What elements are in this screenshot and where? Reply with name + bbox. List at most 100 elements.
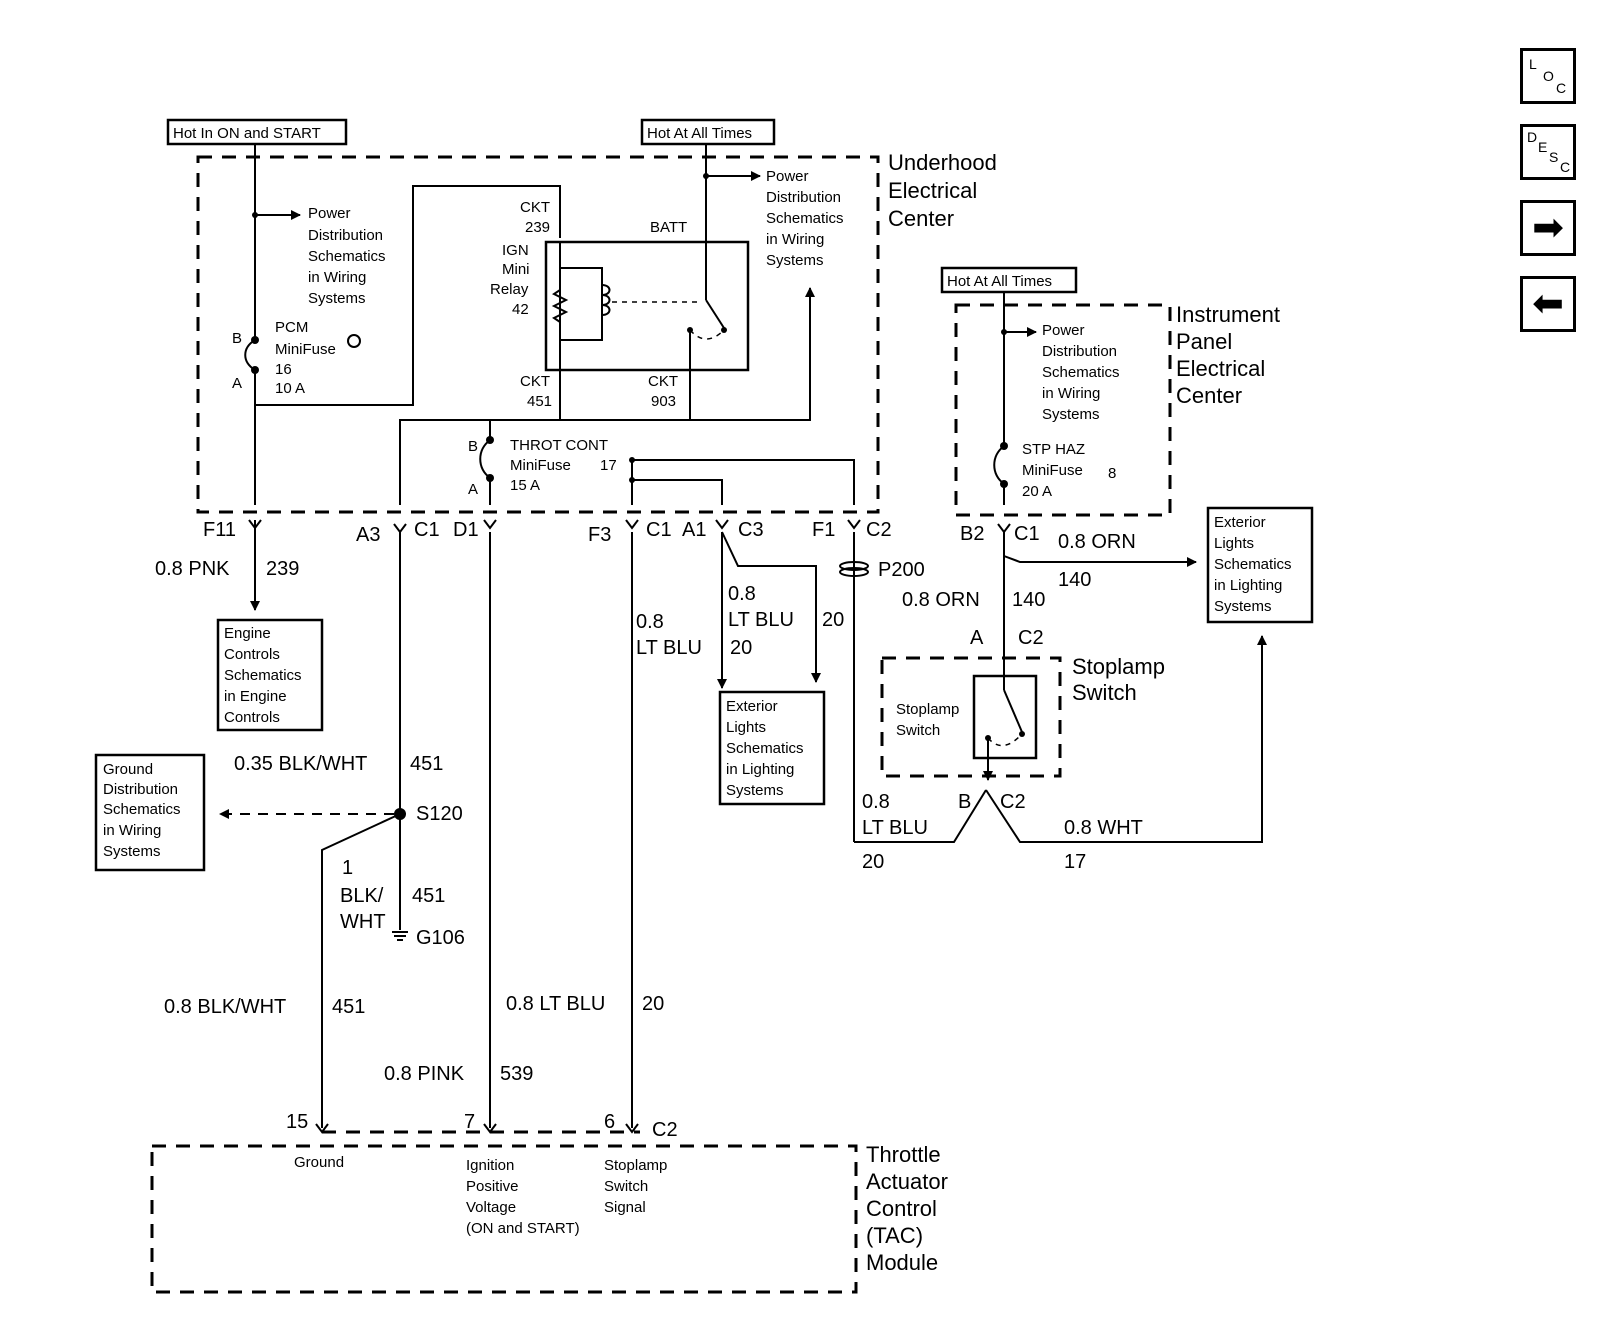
svg-text:(TAC): (TAC) xyxy=(866,1223,923,1248)
svg-text:C2: C2 xyxy=(1018,627,1044,649)
svg-text:IGN: IGN xyxy=(502,242,529,259)
svg-text:MiniFuse: MiniFuse xyxy=(1022,462,1083,479)
svg-text:0.8: 0.8 xyxy=(728,583,756,605)
svg-text:Switch: Switch xyxy=(896,722,940,739)
svg-text:Stoplamp: Stoplamp xyxy=(1072,654,1165,679)
tac-pin-ground: Ground xyxy=(294,1154,344,1171)
svg-text:Distribution: Distribution xyxy=(1042,343,1117,360)
svg-text:Signal: Signal xyxy=(604,1199,646,1216)
svg-text:Schematics: Schematics xyxy=(1042,364,1120,381)
ref-exterior-lights-1[interactable]: Exterior Lights Schematics in Lighting S… xyxy=(718,690,826,806)
svg-text:MiniFuse: MiniFuse xyxy=(275,341,336,358)
svg-text:20: 20 xyxy=(642,993,664,1015)
svg-text:LT BLU: LT BLU xyxy=(728,609,794,631)
svg-text:8: 8 xyxy=(1108,465,1116,482)
svg-text:10 A: 10 A xyxy=(275,380,305,397)
svg-text:140: 140 xyxy=(1012,589,1045,611)
svg-text:0.8 LT BLU: 0.8 LT BLU xyxy=(506,993,605,1015)
svg-text:THROT CONT: THROT CONT xyxy=(510,437,608,454)
back-button[interactable]: ⬅ xyxy=(1520,276,1576,332)
ref-engine-controls[interactable]: Engine Controls Schematics in Engine Con… xyxy=(216,618,324,732)
svg-text:7: 7 xyxy=(464,1111,475,1133)
svg-text:Power: Power xyxy=(308,205,351,222)
svg-text:Relay: Relay xyxy=(490,281,529,298)
svg-text:D1: D1 xyxy=(453,519,479,541)
svg-text:Systems: Systems xyxy=(1042,406,1100,423)
svg-text:Module: Module xyxy=(866,1250,938,1275)
svg-text:in Lighting: in Lighting xyxy=(1214,577,1282,594)
ign-mini-relay xyxy=(544,240,750,372)
svg-text:A1: A1 xyxy=(682,519,706,541)
svg-text:Hot At All Times: Hot At All Times xyxy=(647,125,752,142)
svg-text:C2: C2 xyxy=(1000,791,1026,813)
svg-text:Voltage: Voltage xyxy=(466,1199,516,1216)
svg-text:F11: F11 xyxy=(203,519,236,541)
supply-hot-all-times-2: Hot At All Times xyxy=(940,266,1078,294)
svg-text:WHT: WHT xyxy=(340,911,386,933)
svg-text:Exterior: Exterior xyxy=(1214,514,1266,531)
svg-text:17: 17 xyxy=(1064,851,1086,873)
svg-text:20 A: 20 A xyxy=(1022,483,1052,500)
svg-text:A: A xyxy=(970,627,984,649)
svg-text:P200: P200 xyxy=(878,559,925,581)
svg-text:Ground: Ground xyxy=(103,761,153,778)
svg-text:LT BLU: LT BLU xyxy=(862,817,928,839)
throt-fuse-icon xyxy=(479,439,491,479)
svg-text:Controls: Controls xyxy=(224,646,280,663)
svg-text:Instrument: Instrument xyxy=(1176,302,1280,327)
ref-ground-distribution[interactable]: Ground Distribution Schematics in Wiring… xyxy=(94,753,206,872)
svg-text:B: B xyxy=(468,438,478,455)
svg-text:Schematics: Schematics xyxy=(1214,556,1292,573)
svg-text:CKT: CKT xyxy=(520,199,550,216)
svg-text:Systems: Systems xyxy=(308,290,366,307)
svg-text:20: 20 xyxy=(822,609,844,631)
svg-text:S120: S120 xyxy=(416,803,463,825)
svg-text:0.8 PINK: 0.8 PINK xyxy=(384,1063,465,1085)
svg-text:Power: Power xyxy=(766,168,809,185)
supply-hot-all-times-1: Hot At All Times xyxy=(640,118,776,146)
svg-text:42: 42 xyxy=(512,301,529,318)
svg-text:CKT: CKT xyxy=(648,373,678,390)
forward-button[interactable]: ➡ xyxy=(1520,200,1576,256)
svg-text:239: 239 xyxy=(525,219,550,236)
stp-fuse-icon xyxy=(993,445,1005,485)
svg-text:B: B xyxy=(232,330,242,347)
svg-text:0.8 BLK/WHT: 0.8 BLK/WHT xyxy=(164,996,286,1018)
svg-text:Schematics: Schematics xyxy=(103,801,181,818)
svg-text:in Lighting: in Lighting xyxy=(726,761,794,778)
svg-text:451: 451 xyxy=(332,996,365,1018)
svg-text:MiniFuse: MiniFuse xyxy=(510,457,571,474)
svg-text:Distribution: Distribution xyxy=(308,227,383,244)
svg-text:Distribution: Distribution xyxy=(766,189,841,206)
svg-text:Switch: Switch xyxy=(1072,680,1137,705)
svg-text:20: 20 xyxy=(862,851,884,873)
svg-text:Mini: Mini xyxy=(502,261,530,278)
svg-text:in Wiring: in Wiring xyxy=(308,269,366,286)
desc-button[interactable]: D E S C xyxy=(1520,124,1576,180)
svg-text:C2: C2 xyxy=(652,1119,678,1141)
svg-text:C2: C2 xyxy=(866,519,892,541)
svg-text:Switch: Switch xyxy=(604,1178,648,1195)
svg-text:Systems: Systems xyxy=(1214,598,1272,615)
svg-text:C3: C3 xyxy=(738,519,764,541)
svg-text:BLK/: BLK/ xyxy=(340,885,384,907)
svg-text:G106: G106 xyxy=(416,927,465,949)
svg-text:Center: Center xyxy=(1176,383,1242,408)
svg-text:Stoplamp: Stoplamp xyxy=(604,1157,667,1174)
svg-text:A3: A3 xyxy=(356,524,380,546)
svg-text:Lights: Lights xyxy=(726,719,766,736)
ref-exterior-lights-2[interactable]: Exterior Lights Schematics in Lighting S… xyxy=(1206,506,1314,624)
loc-button[interactable]: L O C xyxy=(1520,48,1576,104)
svg-text:STP HAZ: STP HAZ xyxy=(1022,441,1085,458)
svg-text:0.8 PNK: 0.8 PNK xyxy=(155,558,230,580)
svg-text:(ON and START): (ON and START) xyxy=(466,1220,580,1237)
svg-text:451: 451 xyxy=(527,393,552,410)
svg-text:Schematics: Schematics xyxy=(726,740,804,757)
svg-text:6: 6 xyxy=(604,1111,615,1133)
stoplamp-switch-box xyxy=(880,656,1062,778)
svg-text:F1: F1 xyxy=(812,519,835,541)
svg-text:451: 451 xyxy=(410,753,443,775)
svg-text:B2: B2 xyxy=(960,523,984,545)
svg-text:in Wiring: in Wiring xyxy=(766,231,824,248)
